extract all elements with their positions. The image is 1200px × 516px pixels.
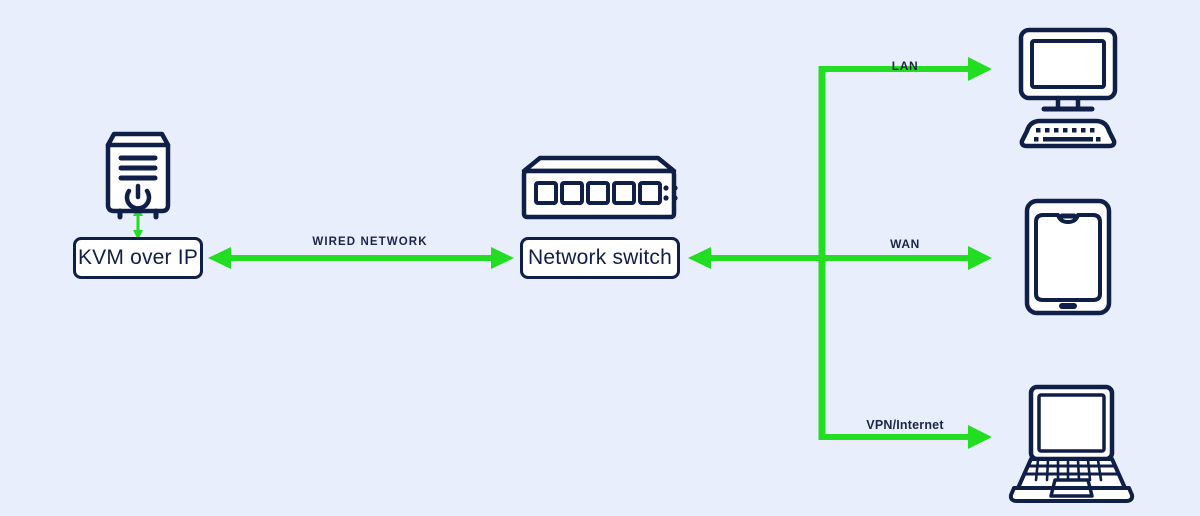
edge-label-vpn-internet: VPN/Internet [866,418,944,432]
desktop-computer-icon [1018,27,1118,149]
node-label-kvm-over-ip[interactable]: KVM over IP [73,237,203,279]
connector-lan-branch [819,57,992,81]
connector-wan-branch [822,246,992,270]
edge-label-lan: LAN [891,59,919,73]
edge-label-wan: WAN [890,237,920,251]
server-tower-icon [105,131,171,220]
connector-vpn-branch [819,425,992,449]
edge-label-wired-network: WIRED NETWORK [312,236,428,248]
laptop-icon [1008,384,1135,503]
node-label-network-switch[interactable]: Network switch [520,237,680,279]
connector-kvm-to-switch [208,247,514,269]
connector-trunk-to-switch [688,247,822,269]
network-switch-icon [521,155,678,220]
connector-layer [133,57,992,449]
tablet-icon [1024,198,1112,316]
